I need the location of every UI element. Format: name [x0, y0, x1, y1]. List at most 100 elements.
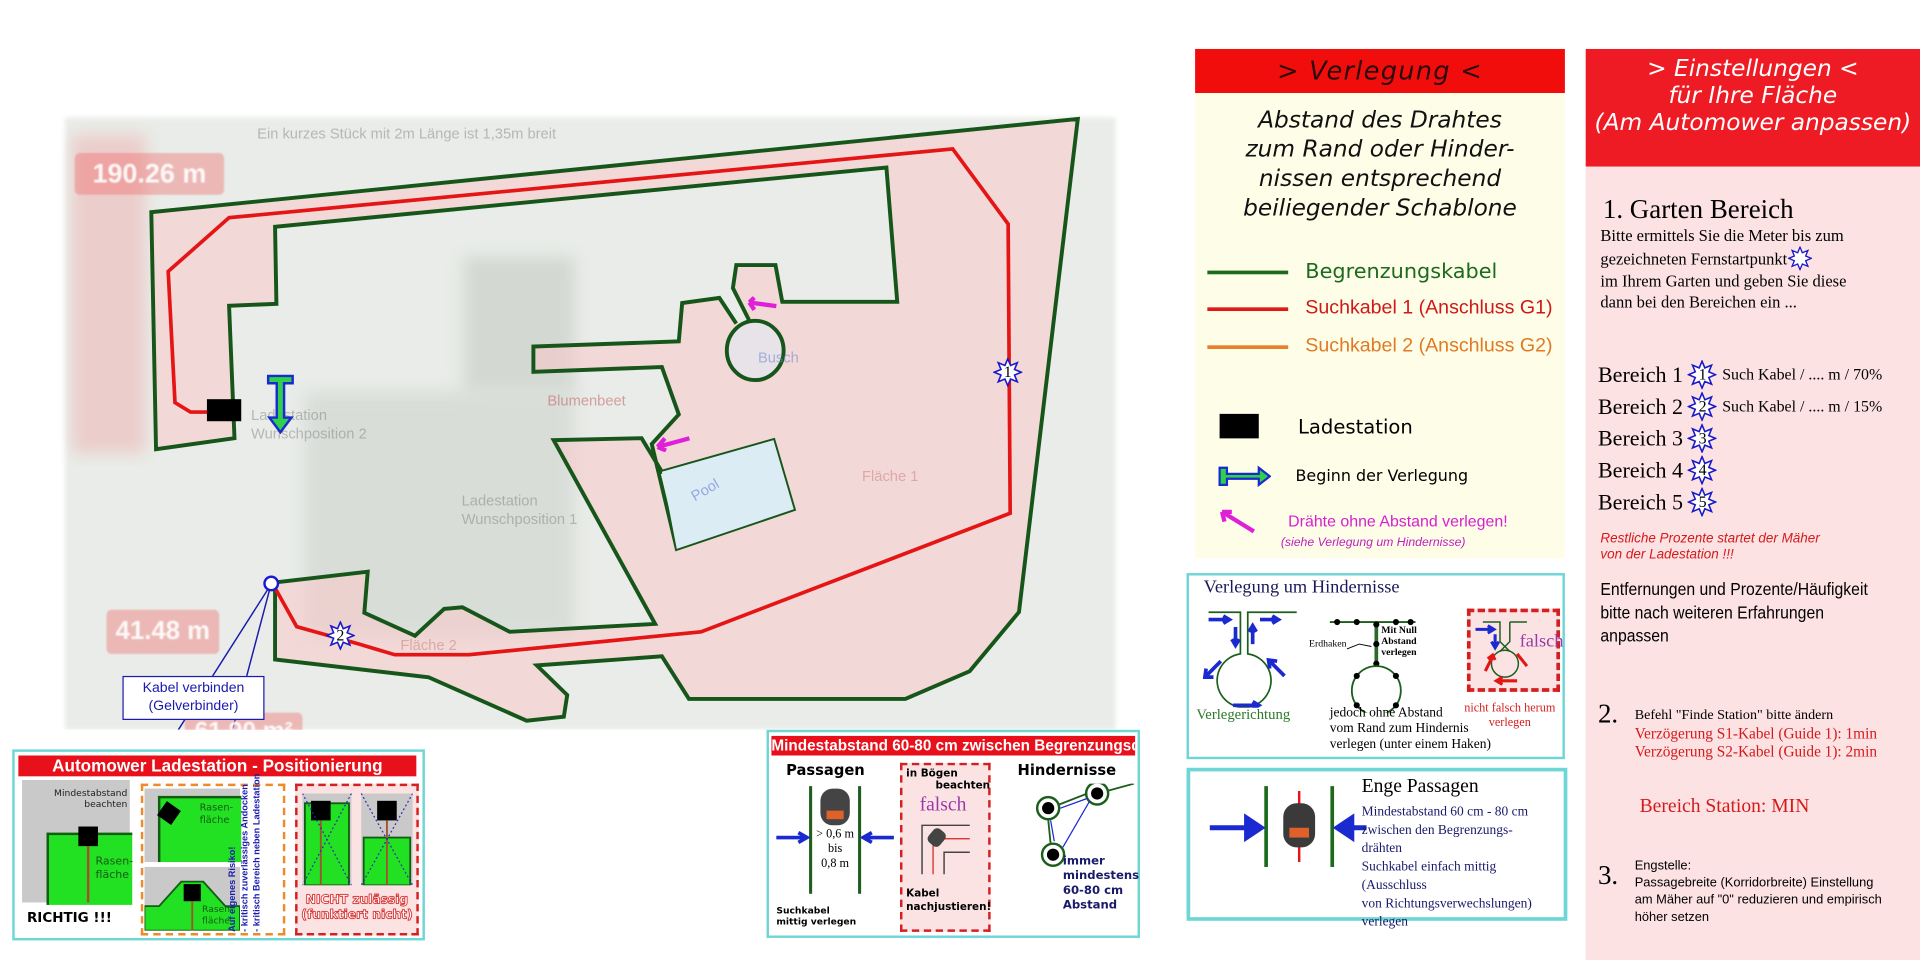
laying-direction-diagram [1202, 611, 1297, 708]
wrong-label: falsch [1519, 631, 1564, 652]
not-allowed-example: NICHT zulässig (funktiert nicht) [295, 783, 419, 936]
legend-label: Beginn der Verlegung [1295, 467, 1469, 486]
label-line: Mindestabstand [54, 787, 128, 799]
callout-line: (Gelverbinder) [148, 699, 239, 714]
legend-guide-wire-2: Suchkabel 2 (Anschluss G2) [1207, 335, 1553, 358]
header-line: (Am Automower anpassen) [1594, 108, 1912, 136]
star-number: 2 [336, 625, 345, 645]
label-line: Rasen- [199, 802, 234, 814]
bush-label: Busch [757, 348, 799, 367]
label-line: in Bögen [906, 767, 958, 781]
text-line: Mindestabstand 60 cm - 80 cm [1361, 804, 1529, 820]
pool-obstacle [661, 440, 794, 549]
text-line: bitte nach weiteren Erfahrungen anpassen [1600, 602, 1824, 646]
area-note: Such Kabel / .... m / 15% [1722, 396, 1883, 416]
label-line: Mit Null [1381, 624, 1417, 636]
ground-hook-label: Erdhaken [1308, 637, 1347, 649]
area-label: Bereich 3 [1597, 425, 1684, 451]
legend-no-distance: Drähte ohne Abstand verlegen! [1215, 507, 1508, 534]
no-distance-arrow-icon [1219, 509, 1256, 534]
min-distance-title: Mindestabstand 60-80 cm zwischen Begrenz… [771, 735, 1136, 756]
area-label: Bereich 4 [1597, 457, 1684, 482]
text-line: Engstelle: [1634, 858, 1692, 874]
area-2-row: Bereich 2 2 Such Kabel / .... m / 15% [1598, 392, 1882, 421]
area-1-row: Bereich 1 1 Such Kabel / .... m / 70% [1598, 360, 1882, 389]
adjust-cable-label: Kabel nachjustieren! [906, 888, 991, 915]
intro-line: zum Rand oder Hinder- [1245, 135, 1515, 163]
zero-distance-label: Mit Null Abstand verlegen [1381, 624, 1417, 657]
charging-station-icon [1219, 413, 1259, 439]
legend-label: Begrenzungskabel [1305, 259, 1498, 285]
cable-layout [60, 110, 1120, 730]
label-line: verlegen [1488, 716, 1531, 730]
correct-example: Mindestabstand beachten Rasen- fläche RI… [22, 780, 133, 937]
label-line: - kritisch zuverlässiges Andocken [238, 784, 250, 932]
intro-line: nissen entsprechend [1258, 165, 1502, 193]
remote-start-point-1-icon: 1 [993, 358, 1022, 387]
label-line: (funktiert nicht) [301, 908, 413, 923]
area-label: Bereich 5 [1597, 489, 1684, 514]
text-line: von der Ladestation !!! [1600, 547, 1734, 563]
lawn-area [151, 118, 1078, 721]
text-line: gezeichneten Fernstartpunkt [1600, 249, 1788, 268]
correct-label: RICHTIG !!! [26, 909, 112, 926]
red-line-icon [1207, 306, 1289, 311]
guide-center-note: Suchkabel mittig verlegen [776, 905, 856, 927]
label-line: mittig verlegen [776, 915, 857, 927]
remote-start-point-icon [1787, 246, 1811, 270]
legend-label: Ladestation [1297, 414, 1413, 438]
header-line: > Einstellungen < [1647, 55, 1859, 83]
curves-example: in Bögen beachten falsch Kabel nachjusti… [900, 762, 991, 932]
legend-label: Suchkabel 2 (Anschluss G2) [1305, 335, 1553, 357]
area-star-icon: 3 [1688, 424, 1717, 453]
section-1-text: Bitte ermittels Sie die Meter bis zum ge… [1600, 225, 1920, 312]
label-line: vom Rand zum Hindernis [1329, 721, 1469, 736]
label-line: 60-80 cm [1062, 884, 1124, 898]
label-line: Kabel [906, 887, 940, 901]
passage-diagram [776, 786, 894, 894]
legend-label: Suchkabel 1 (Anschluss G1) [1305, 297, 1553, 319]
photo-area [72, 134, 146, 454]
wrong-direction-diagram [1475, 621, 1529, 686]
passage-width: > 0,6 m bis 0,8 m [811, 828, 860, 872]
legend-start: Beginn der Verlegung [1217, 465, 1469, 488]
area-star-icon: 4 [1688, 456, 1717, 485]
text-line: Passagebreite (Korridorbreite) Einstellu… [1634, 875, 1874, 891]
label-line: jedoch ohne Abstand [1329, 705, 1443, 721]
label-line: Rasen- [95, 855, 134, 869]
area-2-label: Fläche 2 [400, 636, 457, 654]
text-line: Entfernungen und Prozente/Häufigkeit [1600, 579, 1868, 599]
wrong-direction-note: nicht falsch herum verlegen [1458, 702, 1561, 731]
bush-obstacle [727, 321, 784, 380]
text-line: Verzögerung S2-Kabel (Guide 1): 2min [1634, 743, 1877, 761]
label-line: Auf eigenes Risiko! [226, 846, 238, 932]
cable-joint-callout: Kabel verbinden (Gelverbinder) [122, 675, 265, 721]
text-line: zwischen den Begrenzungs- [1361, 822, 1513, 838]
guide-wire [86, 846, 90, 903]
area-3-row: Bereich 3 3 [1598, 424, 1722, 453]
label-line: fläche [95, 869, 130, 882]
start-of-laying-arrow-icon [1218, 465, 1272, 488]
area-5-row: Bereich 5 5 [1598, 487, 1722, 516]
start-of-laying-arrow-icon [266, 374, 294, 435]
section-2-text: Befehl "Finde Station" bitte ändern Verz… [1635, 707, 1877, 762]
star-number: 1 [1003, 362, 1012, 381]
star-number: 1 [1698, 364, 1707, 384]
obstacle-laying-title: Verlegung um Hindernisse [1203, 577, 1400, 598]
area-note: Such Kabel / .... m / 70% [1722, 364, 1883, 384]
boundary-wire [151, 119, 1078, 721]
text-line: Bitte ermittels Sie die Meter bis zum [1600, 226, 1844, 245]
lawn [144, 880, 241, 931]
wrong-direction-example: falsch [1466, 608, 1563, 692]
station-position-1-label: Ladestation Wunschposition 1 [462, 492, 578, 529]
obstacle-laying-box: Verlegung um Hindernisse Verlegerichtung… [1186, 573, 1565, 760]
text-line: Suchkabel einfach mittig (Ausschluss [1361, 859, 1497, 893]
label-line: - kritisch Bereich neben Ladestation [251, 773, 263, 932]
station-positioning-panel: Automower Ladestation - Positionierung M… [12, 749, 425, 941]
always-distance-note: immer mindestens 60-80 cm Abstand [1063, 855, 1139, 914]
risk-example: Rasen- fläche Rasen- fläche Auf eigenes … [140, 773, 286, 936]
legend-label: Drähte ohne Abstand verlegen! [1288, 511, 1508, 530]
label-line: Suchkabel [776, 904, 830, 916]
not-allowed-label: NICHT zulässig (funktiert nicht) [298, 894, 417, 923]
star-number: 4 [1698, 460, 1707, 479]
